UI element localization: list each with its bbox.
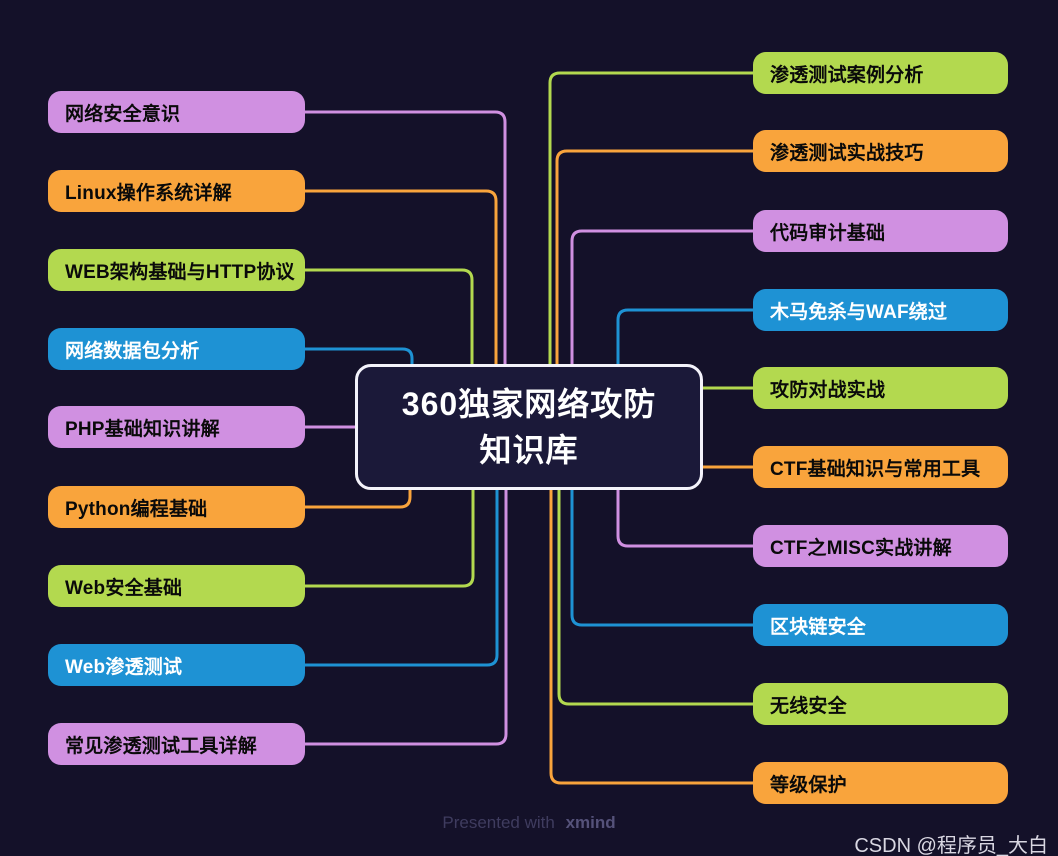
branch-node-right-9[interactable]: 无线安全 <box>753 683 1008 725</box>
connector-right-10 <box>549 484 758 785</box>
branch-node-label: 攻防对战实战 <box>770 379 886 401</box>
branch-node-right-8[interactable]: 区块链安全 <box>753 604 1008 646</box>
branch-node-left-5[interactable]: PHP基础知识讲解 <box>48 406 305 448</box>
connector-right-3 <box>570 229 758 370</box>
branch-node-left-6[interactable]: Python编程基础 <box>48 486 305 528</box>
connector-right-8 <box>570 484 758 627</box>
connector-left-3 <box>300 268 474 370</box>
connector-left-7 <box>300 484 475 588</box>
central-topic-line2: 知识库 <box>479 432 579 468</box>
branch-node-label: Linux操作系统详解 <box>65 182 232 204</box>
connector-right-2 <box>555 149 758 370</box>
central-topic-line1: 360独家网络攻防 <box>401 386 657 422</box>
branch-node-right-5[interactable]: 攻防对战实战 <box>753 367 1008 409</box>
connector-right-7 <box>616 484 758 548</box>
branch-node-label: WEB架构基础与HTTP协议 <box>65 261 295 283</box>
branch-node-label: 网络数据包分析 <box>65 340 200 362</box>
connector-right-9 <box>557 484 758 706</box>
xmind-brand-text: xmind <box>565 813 616 832</box>
branch-node-label: PHP基础知识讲解 <box>65 418 220 440</box>
branch-node-right-7[interactable]: CTF之MISC实战讲解 <box>753 525 1008 567</box>
presented-with-text: Presented with <box>442 813 555 832</box>
branch-node-right-6[interactable]: CTF基础知识与常用工具 <box>753 446 1008 488</box>
branch-node-label: 代码审计基础 <box>770 222 886 244</box>
branch-node-right-2[interactable]: 渗透测试实战技巧 <box>753 130 1008 172</box>
branch-node-label: CTF之MISC实战讲解 <box>770 537 952 559</box>
xmind-watermark: Presented with xmind <box>0 813 1058 833</box>
branch-node-left-1[interactable]: 网络安全意识 <box>48 91 305 133</box>
connector-left-4 <box>300 347 414 370</box>
connector-left-1 <box>300 110 507 370</box>
connector-left-8 <box>300 484 499 667</box>
connector-left-2 <box>300 189 498 370</box>
branch-node-left-8[interactable]: Web渗透测试 <box>48 644 305 686</box>
central-topic[interactable]: 360独家网络攻防 知识库 <box>355 364 703 490</box>
branch-node-label: 等级保护 <box>770 774 847 796</box>
branch-node-left-9[interactable]: 常见渗透测试工具详解 <box>48 723 305 765</box>
connector-right-4 <box>616 308 758 370</box>
csdn-watermark: CSDN @程序员_大白 <box>854 835 1048 856</box>
branch-node-right-4[interactable]: 木马免杀与WAF绕过 <box>753 289 1008 331</box>
branch-node-label: CTF基础知识与常用工具 <box>770 458 981 480</box>
branch-node-label: 渗透测试实战技巧 <box>770 142 924 164</box>
branch-node-label: 网络安全意识 <box>65 103 181 125</box>
branch-node-label: 渗透测试案例分析 <box>770 64 924 86</box>
branch-node-label: 区块链安全 <box>770 616 867 638</box>
branch-node-right-10[interactable]: 等级保护 <box>753 762 1008 804</box>
branch-node-label: 无线安全 <box>770 695 847 717</box>
branch-node-right-1[interactable]: 渗透测试案例分析 <box>753 52 1008 94</box>
branch-node-right-3[interactable]: 代码审计基础 <box>753 210 1008 252</box>
branch-node-left-2[interactable]: Linux操作系统详解 <box>48 170 305 212</box>
branch-node-left-7[interactable]: Web安全基础 <box>48 565 305 607</box>
branch-node-label: Web渗透测试 <box>65 656 183 678</box>
branch-node-left-4[interactable]: 网络数据包分析 <box>48 328 305 370</box>
branch-node-label: 木马免杀与WAF绕过 <box>770 301 948 323</box>
branch-node-label: Web安全基础 <box>65 577 183 599</box>
connector-left-6 <box>300 484 412 509</box>
connector-right-1 <box>548 71 758 370</box>
connector-left-9 <box>300 484 508 746</box>
branch-node-left-3[interactable]: WEB架构基础与HTTP协议 <box>48 249 305 291</box>
branch-node-label: Python编程基础 <box>65 498 208 520</box>
branch-node-label: 常见渗透测试工具详解 <box>65 735 258 757</box>
